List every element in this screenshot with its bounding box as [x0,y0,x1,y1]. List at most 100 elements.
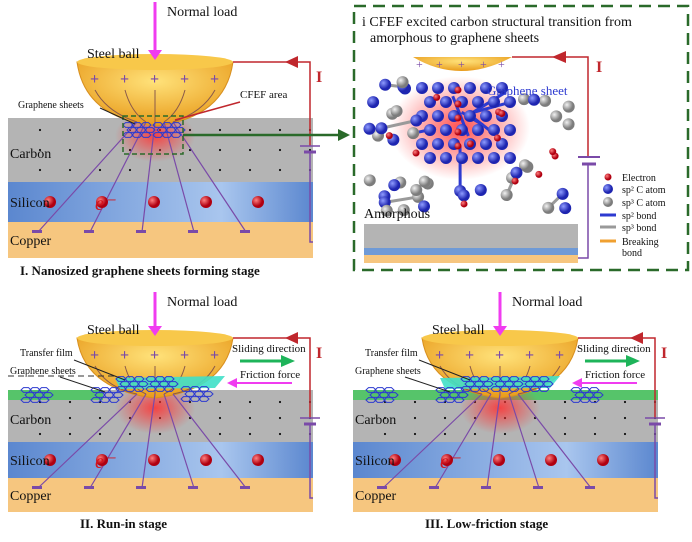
graphene-sheet [145,386,157,392]
electron-path [163,121,195,233]
circuit-wire-top [578,337,656,418]
electron-path [163,393,195,489]
electron [44,196,56,208]
graphene-sheet [529,386,541,392]
graphene-sheet [38,397,50,403]
graphene-sheet [20,397,32,403]
electron-path [486,393,501,489]
sp3-atom-legend-icon [603,197,613,207]
carbon-dot [413,416,417,420]
graphene-sheet [189,396,201,402]
copper-label: Copper [355,489,397,504]
carbon-dot [188,168,192,172]
electron-path [382,393,483,489]
sp2-atom [432,110,444,122]
graphene-sheet [131,132,143,138]
plus-sign: + [90,71,99,88]
silicon-label: Silicon [10,454,50,469]
electron [44,454,56,466]
electron [460,200,468,208]
current-label: I [316,345,322,362]
graphene-sheets-label: Graphene sheets [10,366,76,377]
minus-sign [84,230,94,233]
current-arrow [285,332,298,344]
normal-load-label: Normal load [167,5,237,20]
carbon-dot [218,148,222,152]
electron [549,148,557,156]
carbon-dot [98,128,102,132]
plus-sign: + [180,347,189,364]
caption: II. Run-in stage [80,516,167,531]
carbon-dot [68,168,72,172]
sliding-arrow-head [626,355,640,367]
electron-path [141,121,156,233]
steel-ball-label: Steel ball [87,47,140,62]
sp2-atom [488,152,500,164]
circuit-wire-top [233,61,311,146]
carbon-dot [248,432,252,436]
legend-label: sp³ bond [622,223,656,234]
carbon-dot [38,432,42,436]
carbon-dot [593,416,597,420]
graphene-sheet [588,397,600,403]
carbon-dot [383,432,387,436]
graphene-sheet [542,381,554,387]
sp2-bond [472,101,510,115]
graphene-sheet [469,386,481,392]
inset-title-line1: i CFEF excited carbon structural transit… [362,15,632,30]
inset-steel-ball [413,57,512,71]
carbon-dot [188,432,192,436]
graphene-sheet [387,392,399,398]
electron-path [172,393,247,489]
sp2-atom [456,152,468,164]
carbon-atom [388,179,401,192]
inset-title-line2: amorphous to graphene sheets [370,31,539,46]
carbon-dot [563,400,567,404]
carbon-dot [473,432,477,436]
electron-path [141,393,156,489]
electron-label: e⁻ [95,451,116,473]
graphene-sheet [163,386,175,392]
carbon-atom [397,204,410,217]
zoom-connector-head [338,129,350,141]
sp2-atom [488,124,500,136]
graphene-sheet [478,386,490,392]
friction-force-label: Friction force [585,369,645,381]
graphene-sheet-label: Graphene sheet [487,83,568,98]
amorphous-label: Amorphous [364,207,430,222]
electron-label: e⁻ [440,451,461,473]
electron-legend-icon [604,173,612,181]
sp2-atom [440,152,452,164]
circuit-wire-bottom [309,424,313,499]
graphene-sheet [198,396,210,402]
current-arrow [285,56,298,68]
graphene-sheet [490,386,502,392]
carbon-dot [413,432,417,436]
electron [385,132,393,140]
carbon-dot [68,432,72,436]
minus-sign [188,230,198,233]
electron [454,128,462,136]
graphene-sheet [482,381,494,387]
friction-arrow-head [572,378,582,388]
electron [454,100,462,108]
steel-ball-top [77,330,233,346]
graphene-sheet [154,386,166,392]
copper-layer [353,478,658,512]
legend-label: Breaking [622,237,659,248]
plus-sign: + [495,347,504,364]
electron-path [37,393,138,489]
electron-path [172,121,247,233]
current-label: I [661,345,667,362]
carbon-atom [542,201,555,214]
carbon-atom [396,76,409,89]
caption: I. Nanosized graphene sheets forming sta… [20,263,260,278]
carbon-atom [539,94,552,107]
sp2-atom [440,96,452,108]
graphene-sheet [133,386,145,392]
minus-sign [84,486,94,489]
pointer-line [418,359,471,381]
carbon-label: Carbon [10,413,51,428]
carbon-dot [128,432,132,436]
